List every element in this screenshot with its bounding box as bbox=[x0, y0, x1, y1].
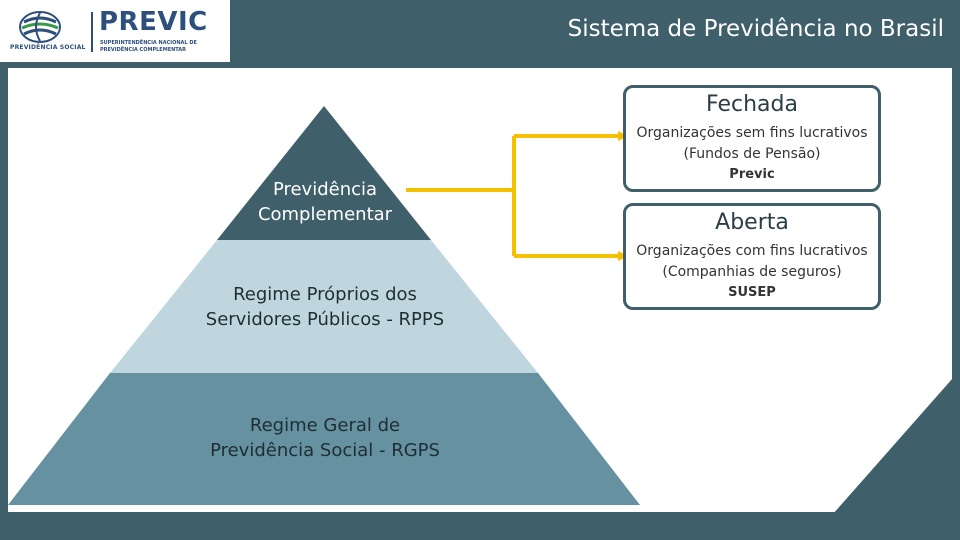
box-description: Organizações sem fins lucrativos (Fundos… bbox=[626, 123, 878, 165]
label-line: Previdência bbox=[272, 179, 378, 200]
box-regulator: Previc bbox=[729, 167, 775, 182]
page-title: Sistema de Previdência no Brasil bbox=[567, 16, 944, 42]
logo-brand: PREVIC bbox=[99, 7, 208, 37]
box-title: Fechada bbox=[706, 92, 798, 117]
box-desc-line: (Fundos de Pensão) bbox=[683, 146, 821, 162]
pyramid-layer-top bbox=[217, 106, 431, 240]
connector bbox=[406, 134, 620, 258]
box-aberta: Aberta Organizações com fins lucrativos … bbox=[623, 203, 881, 310]
box-title: Aberta bbox=[715, 210, 789, 235]
logo-subtitle: PREVIDÊNCIA SOCIAL bbox=[10, 44, 86, 51]
pyramid-label-top: Previdência Complementar bbox=[225, 177, 425, 227]
logo-line-1: SUPERINTENDÊNCIA NACIONAL DE bbox=[100, 40, 197, 46]
logo-divider bbox=[91, 12, 93, 52]
box-description: Organizações com fins lucrativos (Compan… bbox=[626, 241, 878, 283]
globe-icon bbox=[19, 11, 61, 43]
header-bar: PREVIDÊNCIA SOCIAL PREVIC SUPERINTENDÊNC… bbox=[0, 0, 960, 62]
label-line: Previdência Social - RGPS bbox=[210, 440, 440, 461]
pyramid-layer-bottom bbox=[8, 373, 640, 505]
label-line: Servidores Públicos - RPPS bbox=[205, 309, 445, 330]
box-regulator: SUSEP bbox=[728, 285, 776, 300]
label-line: Regime Próprios dos bbox=[233, 284, 417, 305]
box-desc-line: (Companhias de seguros) bbox=[662, 264, 842, 280]
logo-line-2: PREVIDÊNCIA COMPLEMENTAR bbox=[100, 47, 187, 53]
logo: PREVIDÊNCIA SOCIAL PREVIC SUPERINTENDÊNC… bbox=[0, 0, 230, 62]
box-desc-line: Organizações sem fins lucrativos bbox=[636, 125, 868, 141]
label-line: Complementar bbox=[257, 204, 393, 225]
box-fechada: Fechada Organizações sem fins lucrativos… bbox=[623, 85, 881, 192]
pyramid-label-middle: Regime Próprios dos Servidores Públicos … bbox=[150, 282, 500, 332]
box-desc-line: Organizações com fins lucrativos bbox=[636, 243, 868, 259]
label-line: Regime Geral de bbox=[249, 415, 401, 436]
pyramid-label-bottom: Regime Geral de Previdência Social - RGP… bbox=[150, 413, 500, 463]
pyramid-layer-middle bbox=[110, 240, 538, 373]
